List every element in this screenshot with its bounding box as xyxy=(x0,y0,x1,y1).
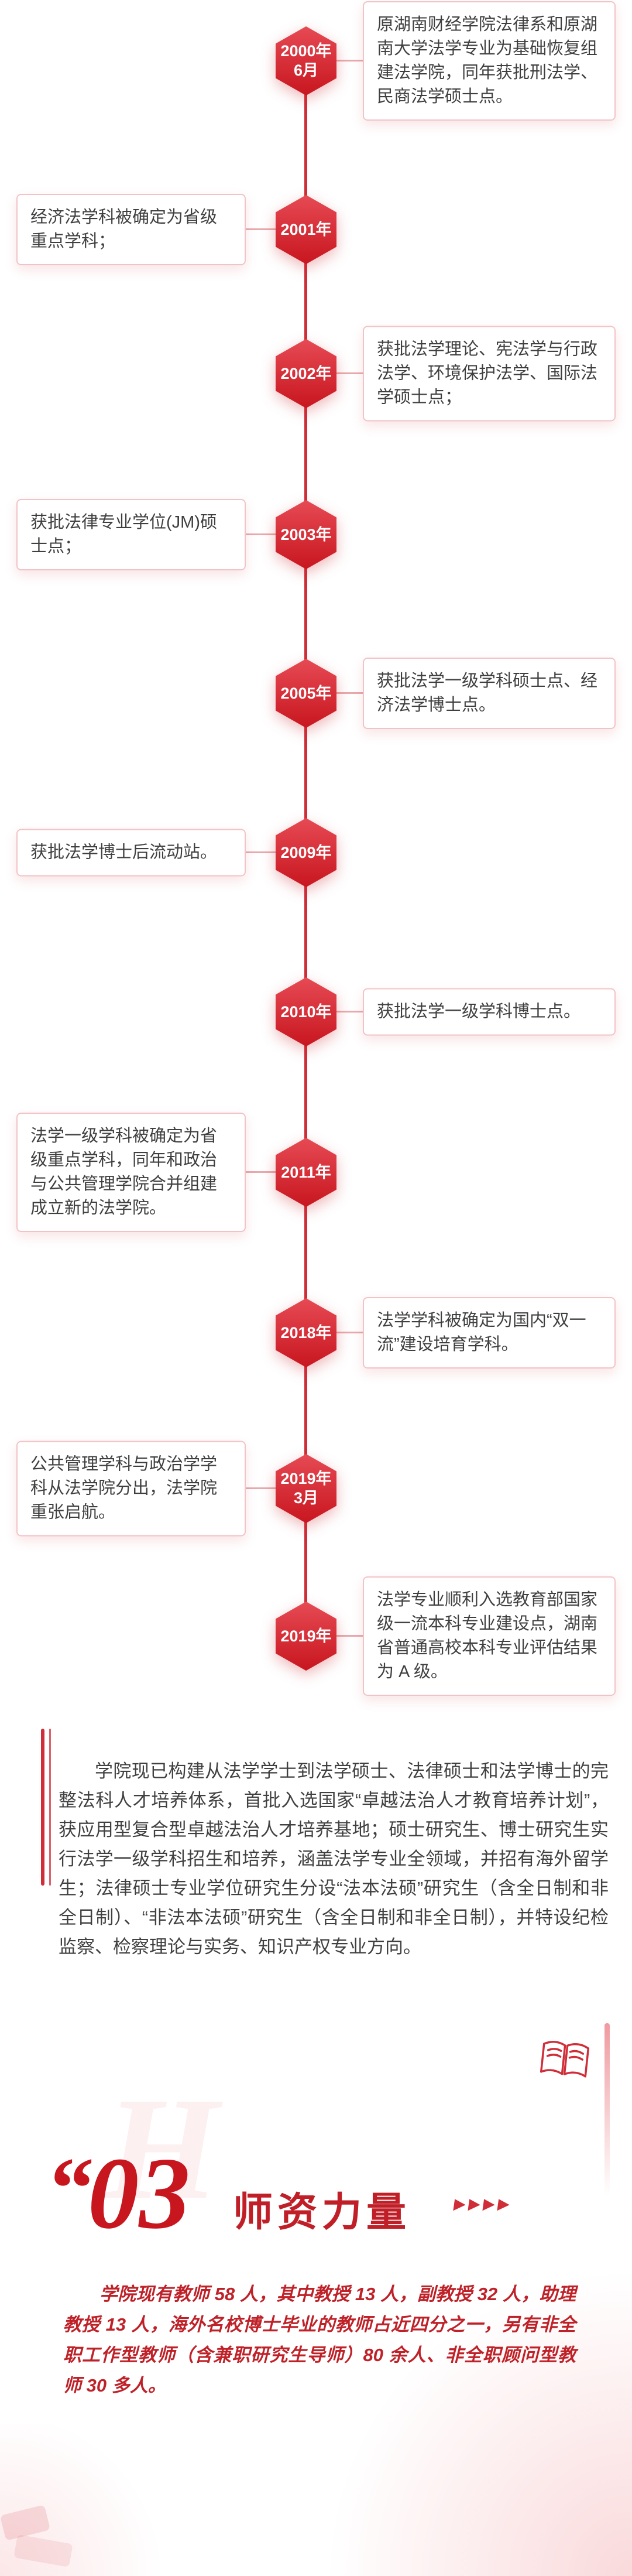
hexagon-shape: 2009年 xyxy=(276,818,336,887)
timeline-entry-text: 经济法学科被确定为省级重点学科； xyxy=(30,208,218,251)
timeline-connector xyxy=(246,851,277,853)
timeline-entry: 原湖南财经学院法律系和原湖南大学法学专业为基础恢复组建法学院，同年获批刑法学、民… xyxy=(363,1,616,121)
hexagon-shape: 2002年 xyxy=(276,339,336,408)
year-label: 2002年 xyxy=(280,364,332,382)
timeline-entry-text: 公共管理学科与政治学学科从法学院分出，法学院重张启航。 xyxy=(30,1455,218,1522)
timeline-entry: 经济法学科被确定为省级重点学科； xyxy=(16,194,246,265)
timeline-entry-text: 获批法学一级学科博士点。 xyxy=(377,1002,581,1021)
timeline-connector xyxy=(335,1332,364,1333)
timeline-connector xyxy=(335,60,364,61)
hexagon-shape: 2001年 xyxy=(276,195,336,264)
timeline-year-badge: 2009年 xyxy=(276,818,336,887)
intro-paragraph: 学院现已构建从法学学士到法学硕士、法律硕士和法学博士的完整法科人才培养体系，首批… xyxy=(59,1761,609,1957)
corner-gradient xyxy=(0,2424,176,2576)
hexagon-shape: 2018年 xyxy=(276,1298,336,1367)
timeline-entry: 获批法学理论、宪法学与行政法学、环境保护法学、国际法学硕士点； xyxy=(363,326,616,422)
quote-mark-icon: “ xyxy=(50,2140,94,2237)
hexagon-shape: 2010年 xyxy=(276,977,336,1046)
timeline-connector xyxy=(246,1171,277,1173)
timeline-entry: 法学学科被确定为国内“双一流”建设培育学科。 xyxy=(363,1297,616,1369)
timeline-entry-text: 获批法学一级学科硕士点、经济法学博士点。 xyxy=(377,672,598,714)
year-label: 2018年 xyxy=(280,1323,332,1342)
timeline-entry-text: 法学一级学科被确定为省级重点学科，同年和政治与公共管理学院合并组建成立新的法学院… xyxy=(30,1127,218,1217)
hexagon-shape: 2019年 3月 xyxy=(276,1454,336,1523)
year-label: 2000年 xyxy=(280,42,332,60)
year-label: 2019年 xyxy=(280,1627,332,1645)
year-label: 2005年 xyxy=(280,684,332,702)
timeline-year-badge: 2019年 3月 xyxy=(276,1454,336,1523)
section-number: 03 xyxy=(88,2136,190,2250)
hexagon-shape: 2003年 xyxy=(276,500,336,569)
timeline-year-badge: 2018年 xyxy=(276,1298,336,1367)
hexagon-shape: 2005年 xyxy=(276,659,336,728)
timeline-connector xyxy=(246,228,277,230)
timeline-year-badge: 2019年 xyxy=(276,1602,336,1671)
timeline-year-badge: 2011年 xyxy=(276,1138,336,1207)
book-icon xyxy=(533,2028,597,2092)
timeline-year-badge: 2003年 xyxy=(276,500,336,569)
timeline-entry-text: 获批法学博士后流动站。 xyxy=(30,843,218,862)
year-label: 2009年 xyxy=(280,843,332,861)
timeline-entry: 公共管理学科与政治学学科从法学院分出，法学院重张启航。 xyxy=(16,1441,246,1537)
hexagon-shape: 2019年 xyxy=(276,1602,336,1671)
section-title: 师资力量 xyxy=(233,2190,411,2235)
timeline-year-badge: 2002年 xyxy=(276,339,336,408)
year-label: 2003年 xyxy=(280,525,332,543)
timeline-entry-text: 原湖南财经学院法律系和原湖南大学法学专业为基础恢复组建法学院，同年获批刑法学、民… xyxy=(377,15,598,106)
year-label: 2010年 xyxy=(280,1003,332,1021)
timeline-connector xyxy=(335,1011,364,1012)
hexagon-shape: 2011年 xyxy=(276,1138,336,1207)
month-label: 6月 xyxy=(293,61,319,79)
timeline-year-badge: 2001年 xyxy=(276,195,336,264)
timeline-entry: 法学一级学科被确定为省级重点学科，同年和政治与公共管理学院合并组建成立新的法学院… xyxy=(16,1113,246,1232)
timeline-entry-text: 获批法学理论、宪法学与行政法学、环境保护法学、国际法学硕士点； xyxy=(377,340,598,407)
year-label: 2019年 xyxy=(280,1470,332,1487)
timeline-entry: 获批法律专业学位(JM)硕士点； xyxy=(16,499,246,570)
timeline-entry: 获批法学一级学科博士点。 xyxy=(363,988,616,1036)
corner-gradient xyxy=(328,2248,632,2576)
timeline-connector xyxy=(246,533,277,535)
timeline-entry-text: 获批法律专业学位(JM)硕士点； xyxy=(30,513,217,556)
timeline-year-badge: 2010年 xyxy=(276,977,336,1046)
year-label: 2001年 xyxy=(280,220,332,238)
month-label: 3月 xyxy=(293,1489,319,1507)
timeline-entry: 获批法学博士后流动站。 xyxy=(16,829,246,877)
timeline-year-badge: 2000年 6月 xyxy=(276,26,336,95)
timeline-entry: 法学专业顺利入选教育部国家级一流本科专业建设点，湖南省普通高校本科专业评估结果为… xyxy=(363,1576,616,1696)
year-label: 2011年 xyxy=(281,1163,331,1181)
timeline-entry: 获批法学一级学科硕士点、经济法学博士点。 xyxy=(363,658,616,729)
quote-bar xyxy=(49,1729,51,1886)
timeline-connector xyxy=(335,372,364,374)
timeline-connector xyxy=(246,1487,277,1489)
timeline-entry-text: 法学学科被确定为国内“双一流”建设培育学科。 xyxy=(377,1311,586,1354)
watermark-letter: H xyxy=(105,2068,219,2230)
faculty-paragraph: 学院现有教师 58 人，其中教授 13 人，副教授 32 人，助理教授 13 人… xyxy=(63,2284,576,2396)
edge-decoration xyxy=(604,2023,610,2196)
timeline-connector xyxy=(335,692,364,694)
hexagon-shape: 2000年 6月 xyxy=(276,26,336,95)
timeline-connector xyxy=(335,1635,364,1637)
timeline-entry-text: 法学专业顺利入选教育部国家级一流本科专业建设点，湖南省普通高校本科专业评估结果为… xyxy=(377,1590,598,1681)
timeline-year-badge: 2005年 xyxy=(276,659,336,728)
quote-bar xyxy=(41,1729,44,1886)
chevron-right-icons: ▶▶▶▶ xyxy=(452,2195,514,2212)
